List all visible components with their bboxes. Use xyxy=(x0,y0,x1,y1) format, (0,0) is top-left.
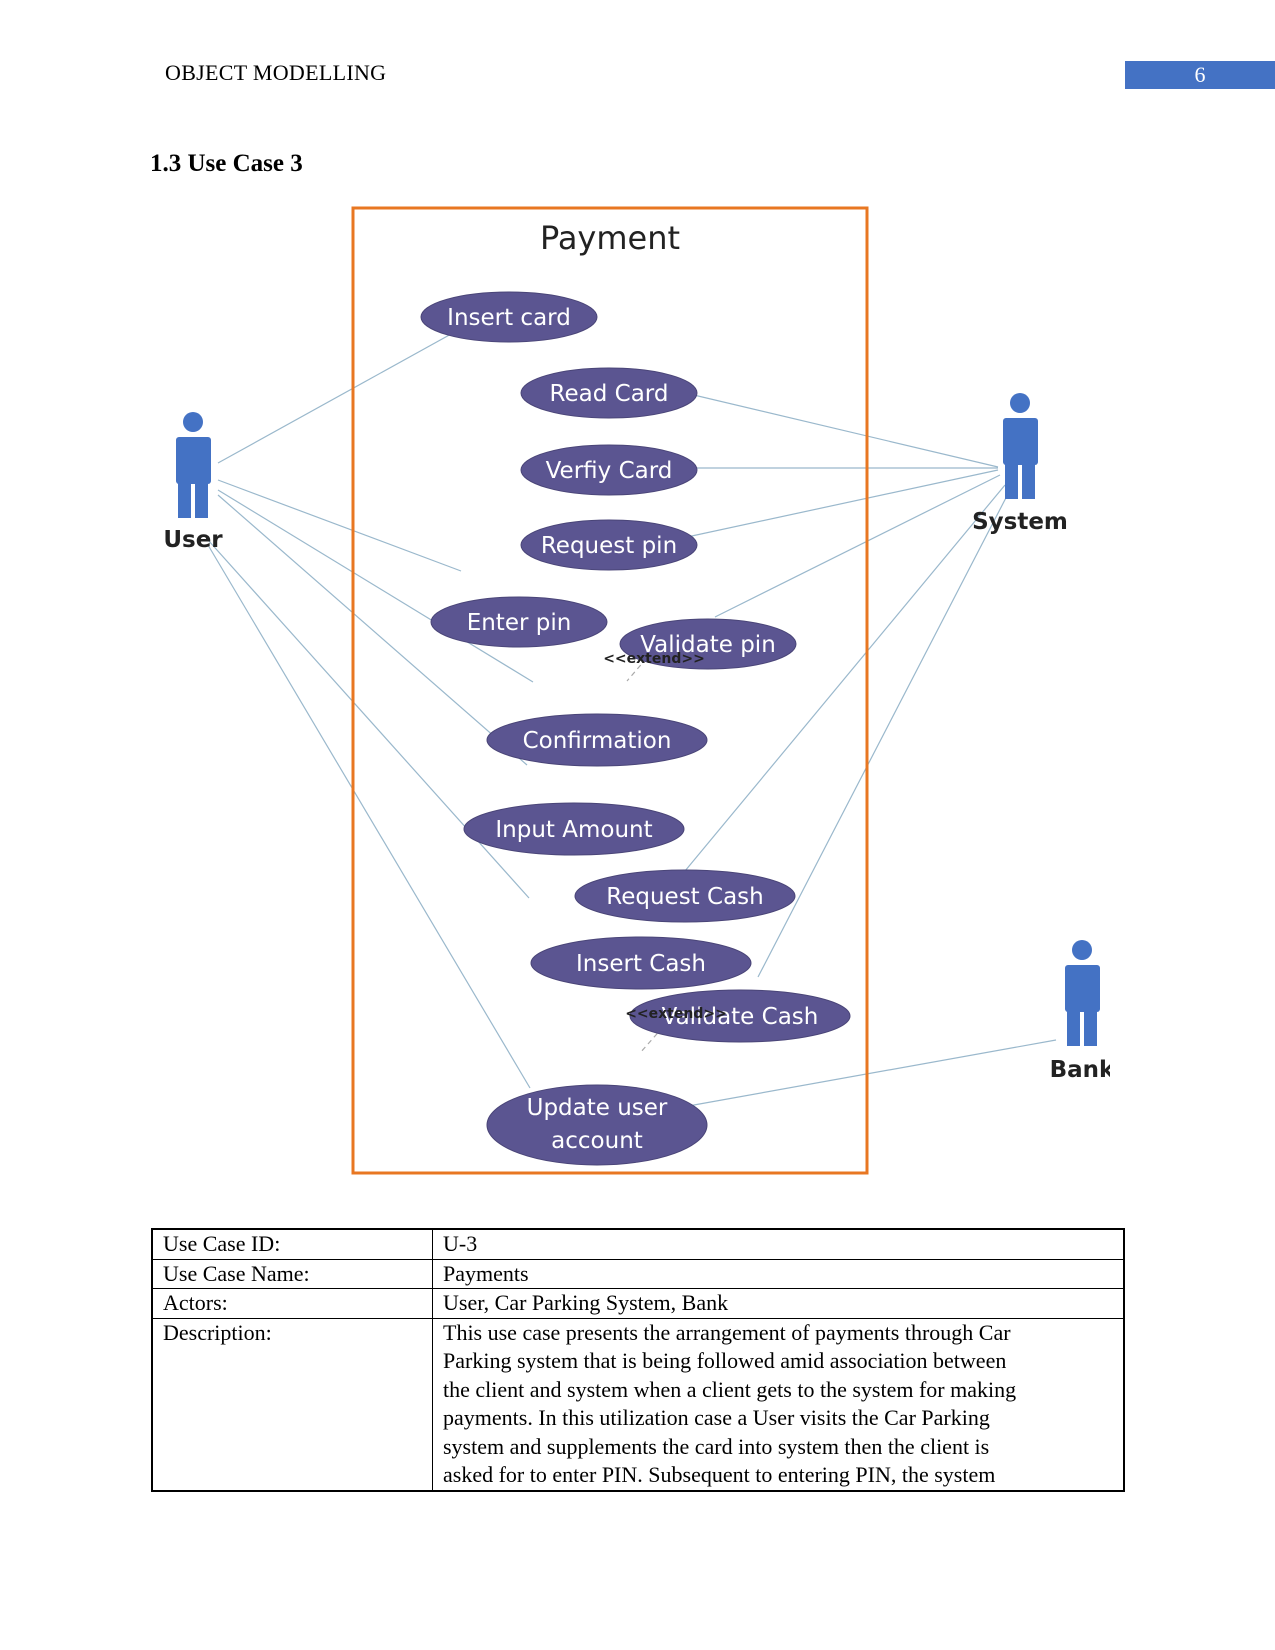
usecase-update-account-label-line2: account xyxy=(551,1128,643,1154)
extend-stereotype-label: <<extend>> xyxy=(603,651,705,667)
usecase-enter-pin xyxy=(430,596,608,648)
table-row: Use Case Name: Payments xyxy=(151,1258,1125,1289)
description-line: system and supplements the card into sys… xyxy=(443,1433,990,1459)
table-row: Use Case ID: U-3 xyxy=(151,1228,1125,1260)
description-line: asked for to enter PIN. Subsequent to en… xyxy=(443,1462,996,1487)
usecase-input-amount xyxy=(463,802,685,856)
description-line: the client and system when a client gets… xyxy=(443,1376,1017,1402)
table-key-cell: Actors: xyxy=(151,1288,433,1319)
usecase-read-card xyxy=(520,367,698,419)
use-case-diagram: Payment Insert card Read Card Verfiy Car… xyxy=(150,205,1115,1190)
usecase-verify-card xyxy=(520,444,698,496)
table-row: Description: This use case presents the … xyxy=(151,1317,1125,1491)
association-lines xyxy=(207,322,1057,1111)
system-boundary-title: Payment xyxy=(540,219,680,257)
usecase-read-card-label: Read Card xyxy=(550,381,669,407)
table-value-cell: Payments xyxy=(432,1258,1125,1289)
usecase-request-cash-label: Request Cash xyxy=(606,884,763,910)
usecase-confirmation-label: Confirmation xyxy=(523,728,672,754)
usecase-insert-card-label: Insert card xyxy=(447,305,571,331)
usecase-validate-cash-label: Validate Cash xyxy=(662,1004,819,1030)
running-header-title: OBJECT MODELLING xyxy=(165,60,387,85)
actor-bank-icon xyxy=(1065,940,1100,1046)
page-number: 6 xyxy=(1194,62,1206,87)
section-heading: 1.3 Use Case 3 xyxy=(150,150,303,177)
table-row: Actors: User, Car Parking System, Bank xyxy=(151,1288,1125,1319)
system-boundary xyxy=(351,206,869,1175)
actor-system-icon xyxy=(1003,393,1038,499)
usecase-insert-cash xyxy=(530,936,752,990)
actor-system-label: System xyxy=(972,509,1068,535)
usecase-verify-card-label: Verfiy Card xyxy=(546,458,673,484)
actor-user-label: User xyxy=(163,527,223,553)
usecase-update-account-label-line1: Update user xyxy=(527,1095,668,1121)
table-key-cell: Use Case Name: xyxy=(151,1258,433,1289)
description-line: Parking system that is being followed am… xyxy=(443,1348,1007,1373)
description-line: This use case presents the arrangement o… xyxy=(443,1319,1011,1345)
use-case-ellipses xyxy=(420,291,851,1166)
description-line: payments. In this utilization case a Use… xyxy=(443,1405,990,1430)
usecase-enter-pin-label: Enter pin xyxy=(467,610,572,636)
usecase-validate-pin-label: Validate pin xyxy=(640,632,776,658)
table-key-cell: Use Case ID: xyxy=(151,1228,433,1260)
usecase-request-cash xyxy=(574,869,796,923)
usecase-input-amount-label: Input Amount xyxy=(495,817,652,843)
description-cell: This use case presents the arrangement o… xyxy=(432,1317,1125,1491)
usecase-validate-pin xyxy=(619,618,797,670)
actor-bank-label: Bank xyxy=(1050,1057,1110,1083)
usecase-insert-card xyxy=(420,291,598,343)
table-key-cell: Description: xyxy=(151,1317,433,1491)
page-number-badge: 6 xyxy=(1125,61,1275,89)
usecase-request-pin-label: Request pin xyxy=(541,533,677,559)
actor-user-icon xyxy=(176,412,211,518)
table-value-cell: U-3 xyxy=(432,1228,1125,1260)
usecase-validate-cash xyxy=(629,989,851,1043)
table-value-cell: User, Car Parking System, Bank xyxy=(432,1288,1125,1319)
usecase-confirmation xyxy=(486,713,708,767)
extend-stereotype-label: <<extend>> xyxy=(625,1006,727,1022)
use-case-table: Use Case ID: U-3 Use Case Name: Payments… xyxy=(151,1228,1125,1492)
usecase-update-user-account xyxy=(486,1084,708,1166)
usecase-insert-cash-label: Insert Cash xyxy=(576,951,706,977)
usecase-request-pin xyxy=(520,519,698,571)
